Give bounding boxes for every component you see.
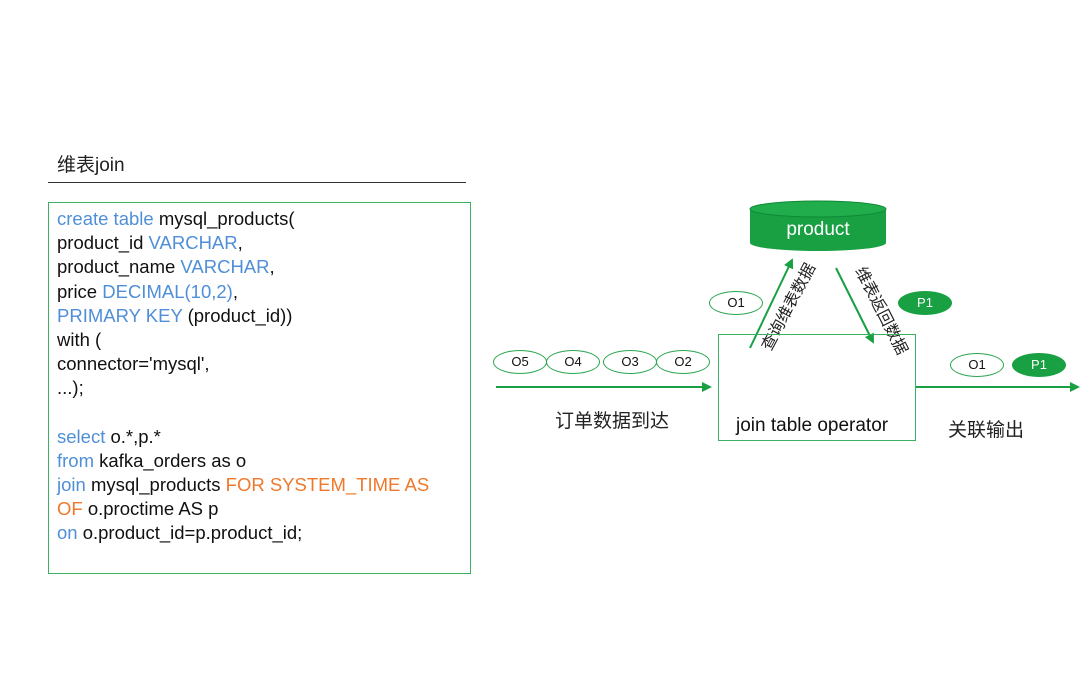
code-line: price DECIMAL(10,2), [57,280,429,304]
code-keyword: create table [57,208,159,229]
code-text: mysql_products [90,474,226,496]
code-line: OF o.proctime AS p [57,497,429,521]
order-pill: O3 [603,350,657,374]
sql-code: create table mysql_products(product_id V… [57,207,429,546]
code-line: join mysql_products FOR SYSTEM_TIME AS [57,473,429,497]
code-text: product_name [57,256,181,278]
code-line: product_id VARCHAR, [57,231,429,255]
order-pill: O5 [493,350,547,374]
code-keyword-orange: FOR SYSTEM_TIME AS [225,474,430,496]
title-divider [48,182,466,183]
code-text: product_id [57,232,149,254]
code-text: , [269,256,275,278]
code-line: from kafka_orders as o [57,449,429,473]
order-pill: O4 [546,350,600,374]
incoming-label: 订单数据到达 [555,411,670,432]
code-line: select o.*,p.* [57,425,429,449]
output-label: 关联输出 [948,420,1025,441]
code-keyword: PRIMARY KEY [57,304,188,326]
code-keyword: DECIMAL(10,2) [102,280,233,302]
code-keyword: on [57,522,83,544]
code-line: create table mysql_products( [57,207,429,231]
code-line: connector='mysql', [57,352,429,376]
code-text: connector='mysql', [57,353,210,375]
code-text: , [232,280,238,302]
code-text: o.product_id=p.product_id; [82,522,303,544]
code-text: with ( [57,328,102,350]
code-keyword: join [57,474,91,496]
returned-product-pill: P1 [898,291,952,315]
query-arrow [749,258,794,349]
current-order-pill: O1 [709,291,763,315]
operator-box [718,334,916,441]
code-line: with ( [57,328,429,352]
order-pill: O2 [656,350,710,374]
operator-label: join table operator [736,415,889,436]
code-line: PRIMARY KEY (product_id)) [57,304,429,328]
code-text: kafka_orders as o [99,449,247,471]
code-line: on o.product_id=p.product_id; [57,521,429,545]
code-keyword: select [57,425,111,447]
code-keyword: from [57,449,100,471]
product-db-icon [749,200,887,251]
code-keyword: VARCHAR [180,256,270,278]
code-text: mysql_products( [158,208,295,229]
code-text: ...); [57,377,84,399]
output-product-pill: P1 [1012,353,1066,377]
code-text: (product_id)) [187,304,293,326]
db-label: product [786,219,850,240]
code-keyword: VARCHAR [148,232,238,254]
code-text: , [237,232,243,254]
return-arrow [835,267,874,344]
code-text: o.*,p.* [110,425,161,447]
code-text: price [57,280,103,302]
section-title: 维表join [57,155,125,176]
code-text: o.proctime AS p [87,498,219,520]
code-line: product_name VARCHAR, [57,255,429,279]
output-order-pill: O1 [950,353,1004,377]
code-block [48,202,471,574]
code-keyword-orange: OF [57,498,88,520]
code-line: ...); [57,376,429,400]
